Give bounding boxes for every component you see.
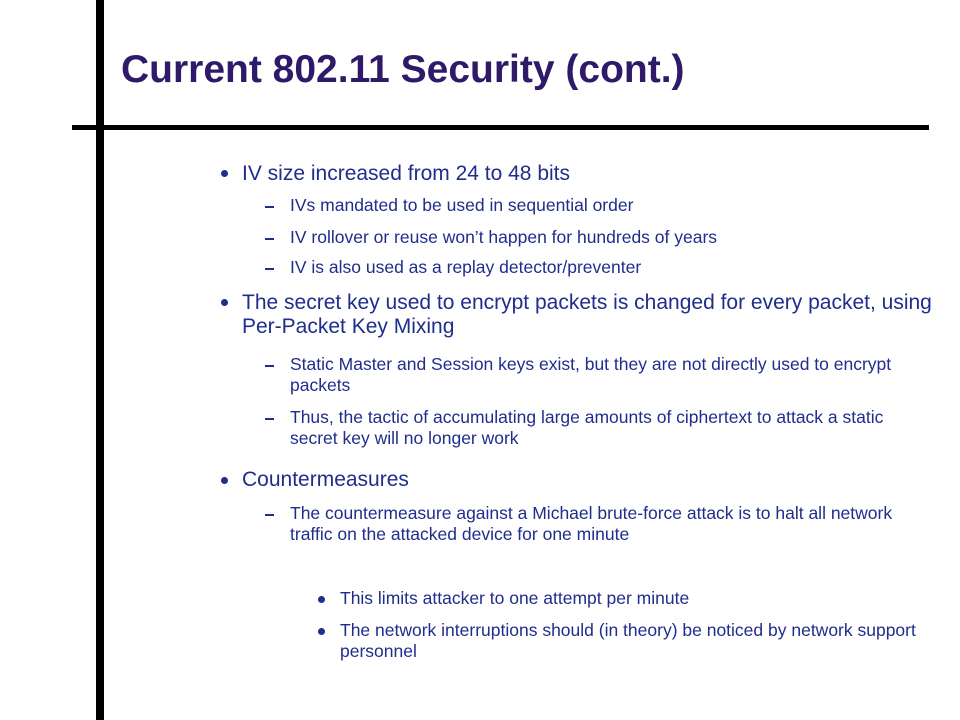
bullet-item: IV size increased from 24 to 48 bits [242, 162, 570, 185]
sub-bullet-item: Thus, the tactic of accumulating large a… [290, 407, 884, 448]
dash-bullet-icon [265, 238, 274, 240]
bullet-dot-icon [221, 299, 228, 306]
bullet-dot-icon [221, 477, 228, 484]
horizontal-rule [72, 125, 929, 130]
dash-bullet-icon [265, 365, 274, 367]
sub-bullet-item: IVs mandated to be used in sequential or… [290, 195, 634, 215]
sub-bullet-item: Static Master and Session keys exist, bu… [290, 354, 892, 395]
sub-sub-bullet-item: The network interruptions should (in the… [340, 620, 916, 661]
sub-sub-bullet-dot-icon [318, 628, 325, 635]
sub-bullet-item: IV rollover or reuse won’t happen for hu… [290, 227, 718, 247]
bullet-item: The secret key used to encrypt packets i… [242, 291, 932, 338]
sub-sub-bullet-item: This limits attacker to one attempt per … [340, 588, 690, 608]
sub-bullet-item: The countermeasure against a Michael bru… [290, 503, 893, 544]
sub-bullet-item: IV is also used as a replay detector/pre… [290, 257, 642, 277]
dash-bullet-icon [265, 206, 274, 208]
slide-title: Current 802.11 Security (cont.) [121, 48, 685, 91]
dash-bullet-icon [265, 418, 274, 420]
vertical-rule [96, 0, 104, 720]
sub-sub-bullet-dot-icon [318, 596, 325, 603]
bullet-dot-icon [221, 170, 228, 177]
dash-bullet-icon [265, 268, 274, 270]
dash-bullet-icon [265, 514, 274, 516]
bullet-item: Countermeasures [242, 468, 409, 491]
